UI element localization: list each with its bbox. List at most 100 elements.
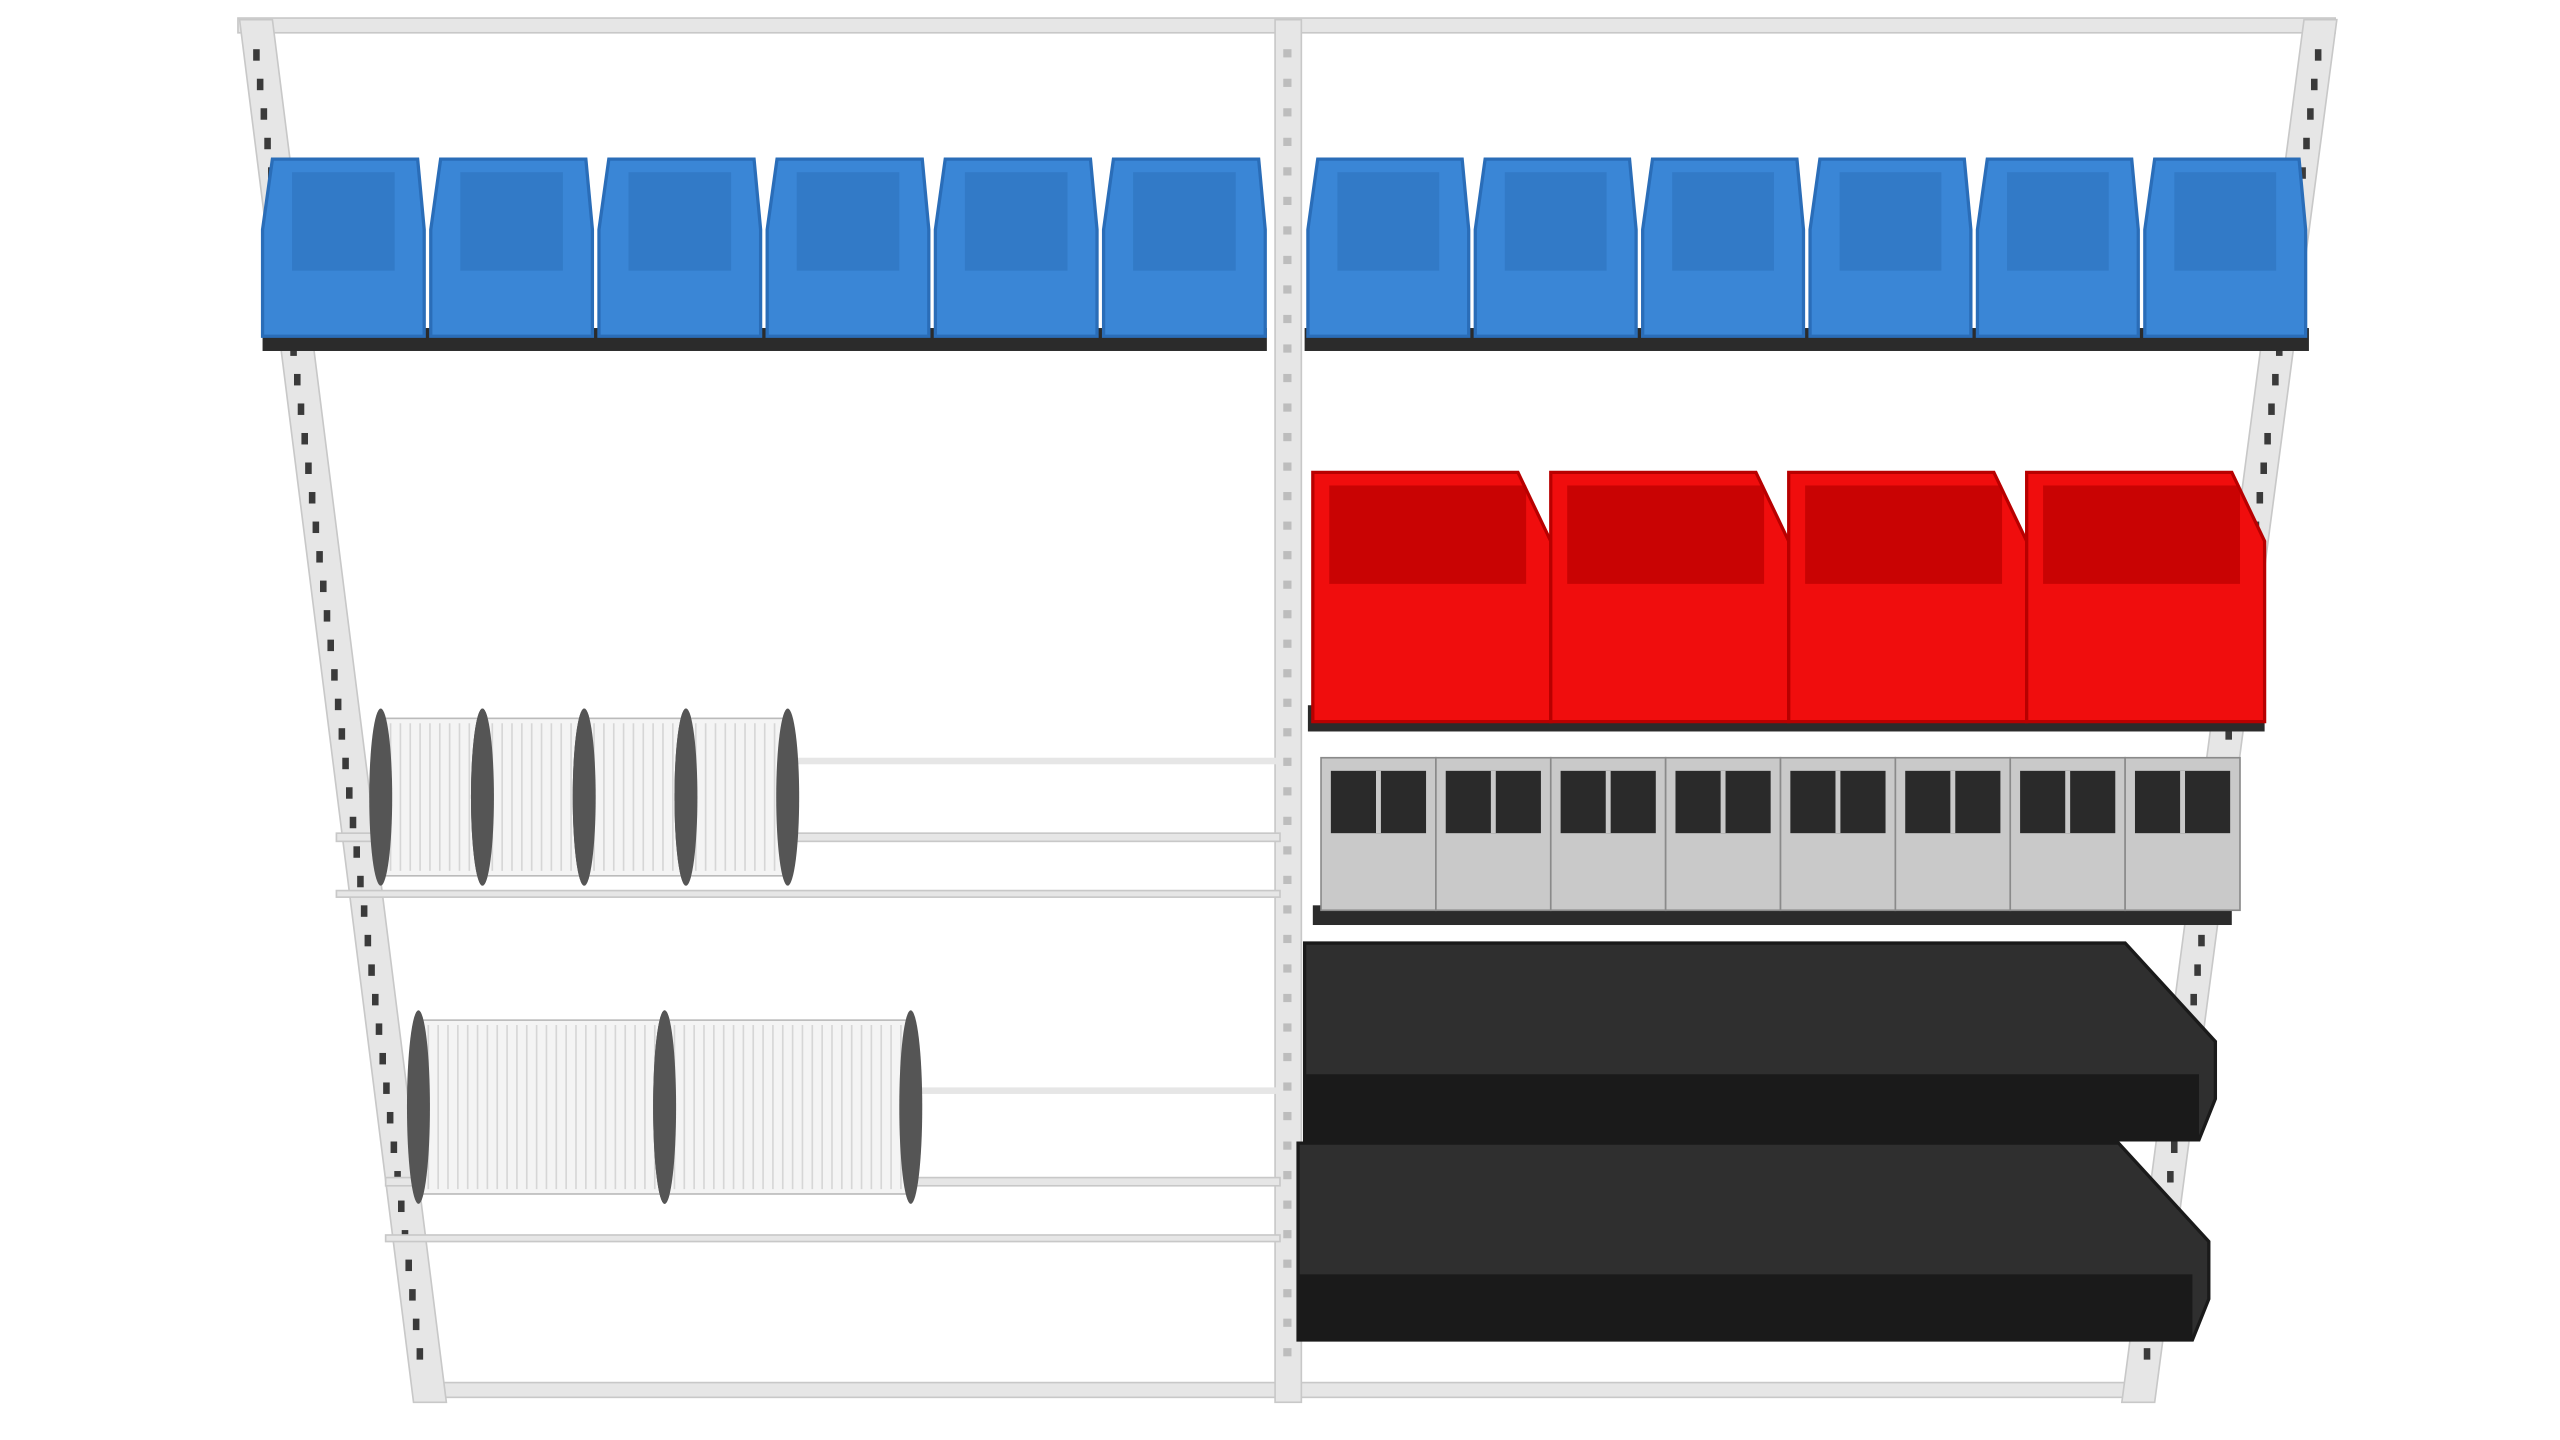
upright-slot [416,1348,424,1360]
upright-slot [1283,1141,1292,1150]
upright-slot [405,1259,412,1272]
upright-slot [253,49,260,61]
blue-bin-interior [796,172,900,271]
upright-slot [353,846,360,858]
upright-slot [256,78,264,91]
upright-slot [1283,580,1292,589]
spool-rod [918,1087,1280,1094]
upright-slot [2256,492,2264,504]
upright-slot [1283,1052,1292,1062]
upright-slot [2268,403,2275,415]
upright-slot [320,580,327,593]
upright-slot [412,1318,420,1331]
upright-slot [1283,403,1292,412]
upright-slot [1283,1082,1292,1091]
upright-slot [312,521,320,534]
upright-slot [1283,314,1292,324]
upright-slot [1283,108,1292,117]
spool-flange [572,708,596,886]
upright-slot [2314,49,2322,61]
upright-slot [1283,432,1292,442]
upright-slot [1283,551,1292,560]
blue-bin-interior [1839,172,1942,271]
wire-spool [379,717,484,877]
upright-slot [1283,49,1292,58]
spool-rail [384,1234,1281,1243]
blue-bin-interior [1133,172,1236,271]
upright-slot [1283,610,1292,619]
upright-slot [1283,373,1292,383]
upright-slot [2167,1171,2174,1183]
upright-slot [1283,816,1292,825]
upright-slot [1283,846,1292,855]
upright-slot [1283,875,1292,885]
upright-slot [1283,137,1292,146]
spool-flange [776,708,800,886]
upright-slot [1283,167,1292,176]
upright-slot [2272,373,2279,386]
upright-slot [1283,993,1292,1003]
upright-slot [409,1289,416,1301]
upright-slot [1283,787,1292,796]
upright-slot [1283,1259,1292,1268]
upright-slot [1283,1289,1292,1298]
upright-slot [342,757,349,770]
spool-rod [335,832,1281,843]
upright-slot [383,1082,390,1094]
spool-rail [335,889,1281,898]
red-bin-interior [1805,485,2003,584]
tray-front-lip [1304,1074,2199,1140]
upright-slot [260,108,268,120]
upright-slot [2260,462,2267,474]
upright-slot [360,905,368,917]
upright-slot [1283,698,1292,707]
blue-bin-interior [1672,172,1774,271]
upright-slot [1283,757,1292,766]
tray-front-lip [1298,1274,2193,1340]
spool-flange [653,1010,677,1204]
blue-bin-interior [460,172,563,271]
upright-slot [1283,344,1292,353]
upright-slot [1283,462,1292,471]
wire-spool [417,1019,666,1195]
upright-slot [316,551,323,563]
upright-slot [346,787,353,799]
upright-slot [390,1141,398,1153]
blue-bin-interior [1337,172,1440,271]
blue-bin-interior [628,172,732,271]
upright-slot [1283,1200,1292,1209]
red-bin-interior [2043,485,2240,584]
upright-slot [1283,1348,1292,1357]
spool-flange [369,708,393,886]
upright-slot [331,669,338,681]
wire-spool [663,1019,912,1195]
upright-slot [2264,432,2271,445]
blue-bin-interior [292,172,395,271]
upright-slot [1283,639,1292,648]
red-bin-interior [1567,485,1765,584]
upright-slot [1283,905,1292,914]
upright-slot [368,964,375,976]
upright-slot [1283,492,1292,501]
upright-slot [1283,78,1292,87]
upright-slot [2225,728,2232,740]
upright-slot [294,373,301,386]
spool-racks [335,708,1281,1243]
upright-slot [1283,728,1292,737]
spool-flange [674,708,698,886]
upright-slot [2198,934,2205,947]
upright-slot [1283,1171,1292,1180]
upright-slot [308,492,316,504]
upright-slot [334,698,342,711]
upright-slot [2310,78,2318,91]
spool-flange [899,1010,923,1204]
upright-slot [2194,964,2201,976]
wire-spool [481,717,586,877]
upright-slot [372,993,379,1006]
spool-rod [787,757,1280,765]
upright-slot [2190,993,2197,1006]
spool-flange [406,1010,430,1204]
upright-slot [1283,226,1292,235]
upright-slot [1283,964,1292,973]
